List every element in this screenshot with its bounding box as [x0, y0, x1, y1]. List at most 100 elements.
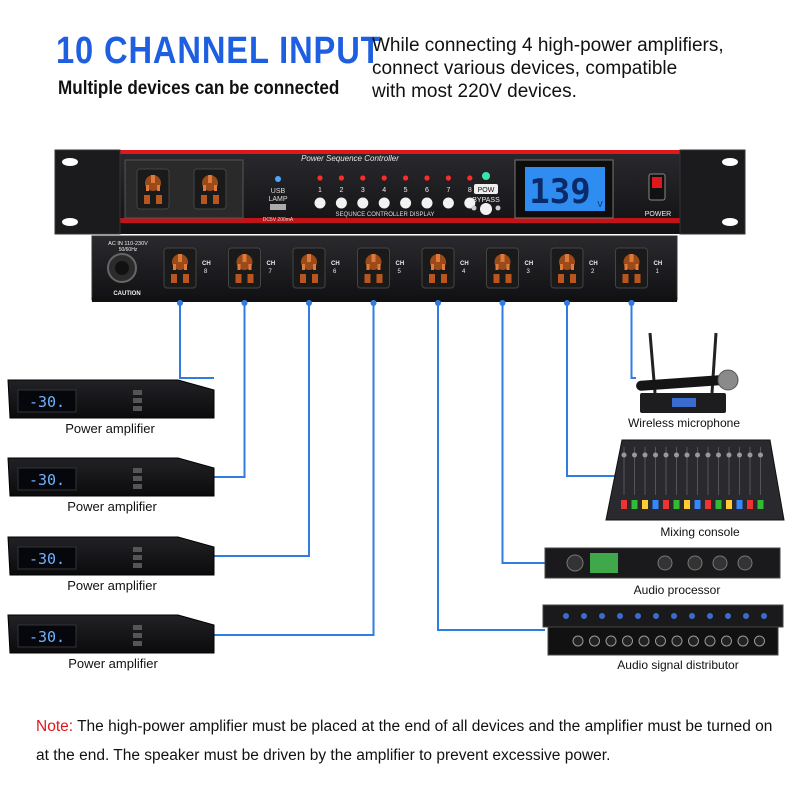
- distributor-knob[interactable]: [563, 613, 569, 619]
- channel-button[interactable]: [442, 197, 454, 209]
- usb-port[interactable]: [270, 204, 286, 210]
- channel-button[interactable]: [400, 197, 412, 209]
- page-subtitle: Multiple devices can be connected: [58, 78, 340, 99]
- rear-ch-label: CH: [267, 261, 276, 267]
- rear-ch-number: 4: [462, 269, 466, 275]
- channel-button[interactable]: [378, 197, 390, 209]
- bypass-button[interactable]: [480, 203, 492, 215]
- processor-knob: [737, 555, 753, 571]
- channel-button[interactable]: [421, 197, 433, 209]
- distributor-knob[interactable]: [635, 613, 641, 619]
- amplifier-button[interactable]: [133, 406, 142, 411]
- channel-button[interactable]: [357, 197, 369, 209]
- channel-led: [403, 175, 409, 181]
- mixer-fader-cap[interactable]: [652, 500, 659, 509]
- amplifier-button[interactable]: [133, 633, 142, 638]
- mixer-knob[interactable]: [663, 452, 669, 458]
- mixer-knob[interactable]: [674, 452, 679, 458]
- mixer-knob[interactable]: [695, 452, 700, 458]
- connection-wire: [437, 300, 545, 631]
- mixer-fader-cap[interactable]: [705, 500, 711, 509]
- rear-socket: [357, 247, 390, 289]
- connection-wire: [214, 300, 375, 636]
- mixer-knob[interactable]: [747, 452, 753, 458]
- amplifier-button[interactable]: [133, 563, 142, 568]
- mixer-fader-cap[interactable]: [621, 500, 627, 509]
- distributor-knob[interactable]: [617, 613, 623, 619]
- mixer-knob[interactable]: [642, 452, 648, 458]
- amplifier-display-value: -30.: [29, 628, 65, 646]
- amplifier-button[interactable]: [133, 476, 142, 481]
- channel-button[interactable]: [464, 197, 476, 209]
- pow-badge: [474, 184, 498, 194]
- rack-hole: [722, 158, 738, 166]
- ac-input-core: [115, 261, 129, 275]
- note-tag: Note:: [36, 718, 74, 735]
- mixer-knob[interactable]: [632, 452, 637, 458]
- distributor-knob[interactable]: [581, 613, 587, 619]
- distributor-knob[interactable]: [743, 613, 749, 619]
- distributor-knob[interactable]: [689, 613, 695, 619]
- mixer-fader-cap[interactable]: [631, 500, 638, 509]
- mixer-fader-cap[interactable]: [715, 500, 722, 509]
- xlr-jack: [671, 635, 683, 647]
- amplifier-button[interactable]: [133, 641, 142, 646]
- channel-button[interactable]: [314, 197, 326, 209]
- amplifier-display: [17, 467, 77, 491]
- amplifier-label-1: Power amplifier: [65, 421, 155, 436]
- amplifier-display-value: -30.: [29, 393, 65, 411]
- mixer-faders: [621, 447, 764, 509]
- channel-number: 1: [318, 187, 322, 194]
- power-amplifier: -30.: [7, 379, 215, 419]
- distributor-knob[interactable]: [671, 613, 677, 619]
- amplifier-button[interactable]: [133, 398, 142, 403]
- amplifier-button[interactable]: [133, 547, 142, 552]
- mixer-knob[interactable]: [705, 452, 711, 458]
- distributor-knob[interactable]: [761, 613, 767, 619]
- mixer-knob[interactable]: [726, 452, 732, 458]
- amplifier-button[interactable]: [133, 484, 142, 489]
- mixer-fader-cap[interactable]: [726, 500, 732, 509]
- amplifier-button[interactable]: [133, 555, 142, 560]
- amplifier-button[interactable]: [133, 468, 142, 473]
- mixer-knob[interactable]: [758, 452, 763, 458]
- rear-ch-label: CH: [396, 261, 405, 267]
- mixer-knob[interactable]: [716, 452, 721, 458]
- front-socket: [136, 168, 170, 210]
- amplifier-display: [17, 624, 77, 648]
- amplifier-button[interactable]: [133, 625, 142, 630]
- mixer-fader-cap[interactable]: [673, 500, 680, 509]
- connection-wire: [630, 300, 636, 379]
- channel-button[interactable]: [335, 197, 347, 209]
- distributor-knob[interactable]: [725, 613, 731, 619]
- mixer-fader-cap[interactable]: [663, 500, 669, 509]
- front-panel: Power Sequence Controller USB LAMP DC5V …: [54, 149, 746, 235]
- rear-ch-number: 7: [269, 269, 273, 275]
- rear-ch-number: 1: [656, 269, 660, 275]
- mixer-fader-cap[interactable]: [757, 500, 764, 509]
- channel-number: 3: [361, 187, 365, 194]
- rear-ch-number: 2: [591, 269, 595, 275]
- amplifier-button[interactable]: [133, 390, 142, 395]
- mixer-fader-cap[interactable]: [747, 500, 753, 509]
- wire-plug: [499, 300, 506, 306]
- usb-rating: DC5V 200mA: [263, 217, 294, 223]
- power-switch-rocker: [652, 177, 662, 188]
- processor-knob: [687, 555, 703, 571]
- mixer-fader-cap[interactable]: [694, 500, 701, 509]
- xlr-jack: [589, 635, 600, 647]
- distributor-knob[interactable]: [599, 613, 605, 619]
- mixer-knob[interactable]: [737, 452, 742, 458]
- mixer-knob[interactable]: [621, 452, 627, 458]
- mixer-knob[interactable]: [684, 452, 690, 458]
- audio-signal-distributor: [542, 604, 784, 656]
- mixer-fader-cap[interactable]: [736, 500, 743, 509]
- distributor-knob[interactable]: [653, 613, 659, 619]
- mixer-fader-cap[interactable]: [684, 500, 690, 509]
- mixer-knob[interactable]: [653, 452, 658, 458]
- distributor-knob[interactable]: [707, 613, 713, 619]
- wire-plug: [435, 300, 441, 306]
- power-amplifier: -30.: [7, 536, 215, 576]
- mixer-fader-cap[interactable]: [642, 500, 648, 509]
